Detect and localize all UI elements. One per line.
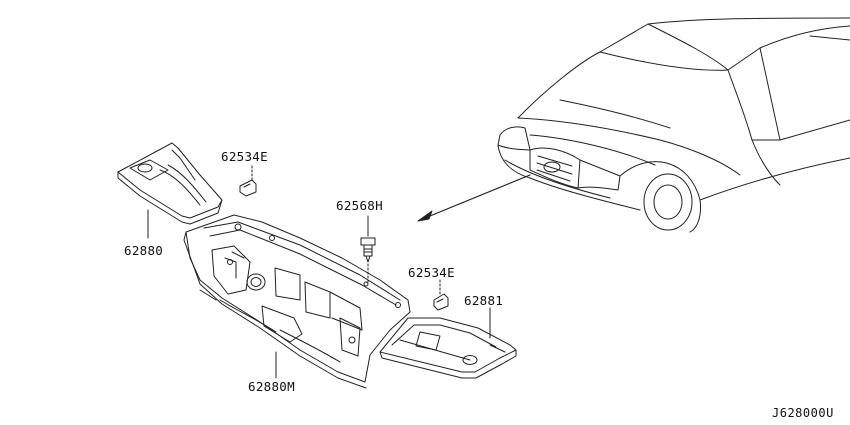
clip-part-lower [433, 293, 449, 311]
bolt-part [360, 237, 376, 263]
right-cover-part [379, 317, 517, 379]
label-main-cover: 62880M [248, 379, 295, 394]
clip-part-upper [239, 179, 257, 197]
left-cover-part [117, 142, 223, 225]
pointer-arrow [417, 174, 531, 222]
label-clip-lower: 62534E [408, 265, 455, 280]
label-clip-upper: 62534E [221, 149, 268, 164]
label-side-cover-right: 62881 [464, 293, 504, 308]
diagram-reference-code: J628000U [772, 406, 834, 420]
car-illustration [497, 17, 850, 233]
label-side-cover-left: 62880 [124, 243, 164, 258]
main-cover-part [183, 214, 411, 389]
label-bolt: 62568H [336, 198, 383, 213]
